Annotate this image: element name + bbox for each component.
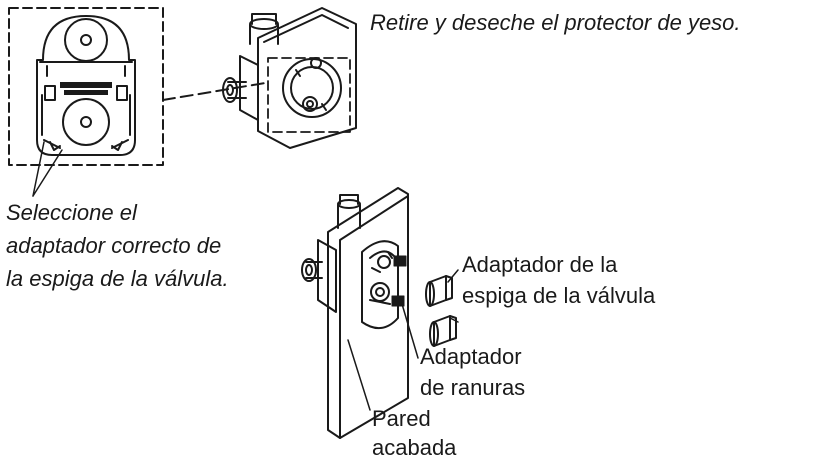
spline-adapter-line-2: de ranuras xyxy=(420,375,526,400)
spline-adapter-line-1: Adaptador xyxy=(420,344,522,369)
detail-connector xyxy=(162,82,266,101)
select-adapter-leaders xyxy=(32,141,63,197)
select-adapter-line-1: Seleccione el xyxy=(6,200,137,225)
valve-installed-in-wall xyxy=(301,187,457,439)
top-mounting-plate xyxy=(257,7,357,149)
valve-stem-adapters xyxy=(425,275,457,347)
finished-wall xyxy=(327,187,409,439)
finished-wall-line-2: acabada xyxy=(372,435,457,460)
stem-adapter-leader-2 xyxy=(449,317,459,323)
spline-adapter-label: Adaptador de ranuras xyxy=(420,344,525,400)
stem-adapter-label: Adaptador de la espiga de la válvula xyxy=(462,252,655,308)
plaster-guard-dashed-frame xyxy=(267,57,351,133)
label-leaders xyxy=(347,269,459,411)
select-adapter-line-3: la espiga de la válvula. xyxy=(6,266,229,291)
stem-adapter-line-1: Adaptador de la xyxy=(462,252,618,277)
stem-adapter-leader xyxy=(447,269,459,283)
finished-wall-line-1: Pared xyxy=(372,406,431,431)
select-adapter-line-2: adaptador correcto de xyxy=(6,233,222,258)
finished-wall-leader xyxy=(347,339,371,411)
plaster-guard-drawing xyxy=(36,15,136,156)
plaster-guard-detail xyxy=(8,7,164,166)
select-adapter-label: Seleccione el adaptador correcto de la e… xyxy=(6,200,229,291)
spline-adapter-leader xyxy=(401,303,419,359)
valve-with-plaster-guard xyxy=(222,7,357,149)
detail-dashed-frame xyxy=(8,7,164,166)
stem-adapter-line-2: espiga de la válvula xyxy=(462,283,656,308)
remove-plaster-guard-label: Retire y deseche el protector de yeso. xyxy=(370,10,741,35)
spline-adapter-parts xyxy=(391,255,407,307)
finished-wall-label: Pared acabada xyxy=(372,406,456,460)
